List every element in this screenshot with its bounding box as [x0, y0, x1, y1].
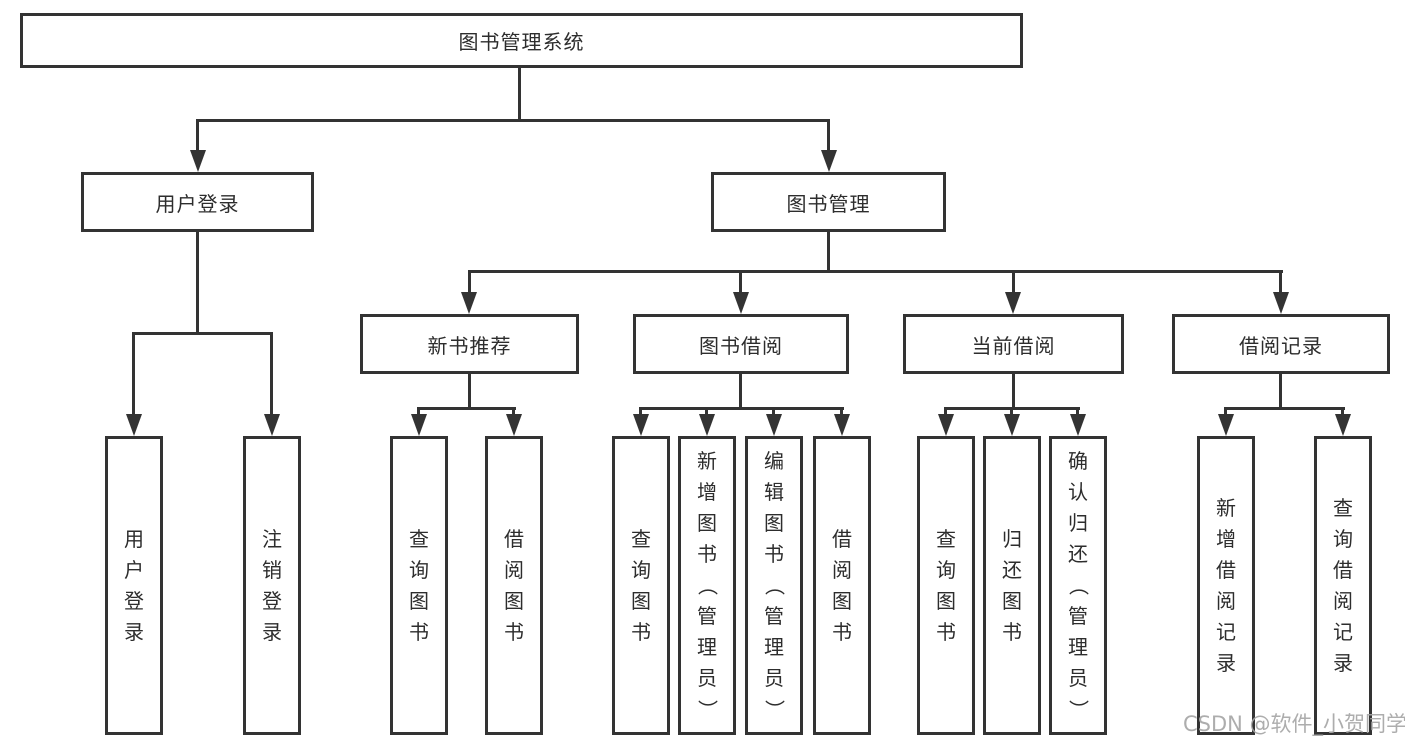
node-book-borrow: 图书借阅	[633, 314, 849, 374]
leaf-label: 确认归还（管理员）	[1066, 449, 1091, 720]
connector-line-vertical	[270, 332, 273, 418]
arrowhead-down-icon	[1070, 414, 1086, 436]
leaf-label: 查询图书	[409, 526, 429, 644]
leaf-label: 查询图书	[631, 526, 651, 644]
leaf-label: 借阅图书	[504, 526, 524, 644]
connector-line-vertical	[196, 119, 199, 155]
leaf-borrow-books-recommend: 借阅图书	[485, 436, 543, 735]
connector-line-vertical	[739, 270, 742, 296]
connector-line-vertical	[468, 374, 471, 410]
arrowhead-down-icon	[733, 292, 749, 314]
connector-line-vertical	[840, 407, 843, 418]
arrowhead-down-icon	[126, 414, 142, 436]
arrowhead-down-icon	[834, 414, 850, 436]
connector-line-vertical	[1012, 270, 1015, 296]
node-user-login: 用户登录	[81, 172, 314, 232]
connector-line-vertical	[196, 232, 199, 335]
node-current-borrow: 当前借阅	[903, 314, 1124, 374]
leaf-label: 新增借阅记录	[1216, 495, 1236, 675]
connector-line-vertical	[132, 332, 135, 418]
arrowhead-down-icon	[1005, 292, 1021, 314]
leaf-query-books-current: 查询图书	[917, 436, 975, 735]
connector-line-vertical	[739, 374, 742, 410]
arrowhead-down-icon	[1273, 292, 1289, 314]
arrowhead-down-icon	[190, 150, 206, 172]
connector-line-vertical	[639, 407, 642, 418]
arrowhead-down-icon	[1218, 414, 1234, 436]
connector-line-vertical	[468, 270, 471, 296]
leaf-label: 编辑图书（管理员）	[762, 449, 787, 720]
leaf-confirm-return-admin: 确认归还（管理员）	[1049, 436, 1107, 735]
leaf-user-login: 用户登录	[105, 436, 163, 735]
leaf-label: 注销登录	[262, 526, 282, 644]
connector-line-vertical	[1076, 407, 1079, 418]
connector-line-horizontal	[417, 407, 516, 410]
arrowhead-down-icon	[461, 292, 477, 314]
node-label: 图书管理系统	[458, 30, 585, 54]
node-label: 用户登录	[155, 191, 240, 216]
connector-line-vertical	[772, 407, 775, 418]
arrowhead-down-icon	[633, 414, 649, 436]
leaf-edit-books-admin: 编辑图书（管理员）	[745, 436, 803, 735]
node-label: 图书管理	[786, 191, 871, 216]
node-new-book-recommend: 新书推荐	[360, 314, 579, 374]
arrowhead-down-icon	[411, 414, 427, 436]
node-label: 当前借阅	[971, 333, 1056, 358]
leaf-query-books-recommend: 查询图书	[390, 436, 448, 735]
connector-line-vertical	[518, 68, 521, 122]
connector-line-horizontal	[196, 119, 830, 122]
connector-line-vertical	[512, 407, 515, 418]
arrowhead-down-icon	[1335, 414, 1351, 436]
leaf-label: 查询图书	[936, 526, 956, 644]
node-book-management: 图书管理	[711, 172, 946, 232]
arrowhead-down-icon	[506, 414, 522, 436]
node-label: 图书借阅	[699, 333, 783, 358]
arrowhead-down-icon	[938, 414, 954, 436]
leaf-return-books: 归还图书	[983, 436, 1041, 735]
leaf-query-borrow-record: 查询借阅记录	[1314, 436, 1372, 735]
leaf-add-books-admin: 新增图书（管理员）	[678, 436, 736, 735]
arrowhead-down-icon	[264, 414, 280, 436]
connector-line-vertical	[417, 407, 420, 418]
connector-line-vertical	[1010, 407, 1013, 418]
connector-line-vertical	[705, 407, 708, 418]
arrowhead-down-icon	[699, 414, 715, 436]
connector-line-vertical	[1279, 270, 1282, 296]
node-borrow-records: 借阅记录	[1172, 314, 1390, 374]
connector-line-horizontal	[132, 332, 273, 335]
connector-line-vertical	[1341, 407, 1344, 418]
leaf-label: 用户登录	[124, 526, 144, 644]
leaf-label: 查询借阅记录	[1333, 495, 1353, 675]
leaf-label: 借阅图书	[832, 526, 852, 644]
connector-line-horizontal	[1224, 407, 1345, 410]
connector-line-vertical	[1012, 374, 1015, 410]
leaf-logout: 注销登录	[243, 436, 301, 735]
connector-line-horizontal	[468, 270, 1283, 273]
node-label: 借阅记录	[1239, 333, 1323, 358]
connector-line-vertical	[827, 119, 830, 155]
connector-line-vertical	[827, 232, 830, 273]
leaf-query-books-borrow: 查询图书	[612, 436, 670, 735]
leaf-add-borrow-record: 新增借阅记录	[1197, 436, 1255, 735]
connector-line-horizontal	[639, 407, 844, 410]
watermark: CSDN @软件_小贺同学	[1183, 712, 1405, 736]
leaf-borrow-books: 借阅图书	[813, 436, 871, 735]
node-label: 新书推荐	[427, 333, 512, 358]
connector-line-vertical	[1224, 407, 1227, 418]
arrowhead-down-icon	[821, 150, 837, 172]
arrowhead-down-icon	[1004, 414, 1020, 436]
leaf-label: 新增图书（管理员）	[695, 449, 720, 720]
connector-line-vertical	[944, 407, 947, 418]
leaf-label: 归还图书	[1002, 526, 1022, 644]
connector-line-vertical	[1279, 374, 1282, 410]
node-root: 图书管理系统	[20, 13, 1023, 68]
arrowhead-down-icon	[766, 414, 782, 436]
